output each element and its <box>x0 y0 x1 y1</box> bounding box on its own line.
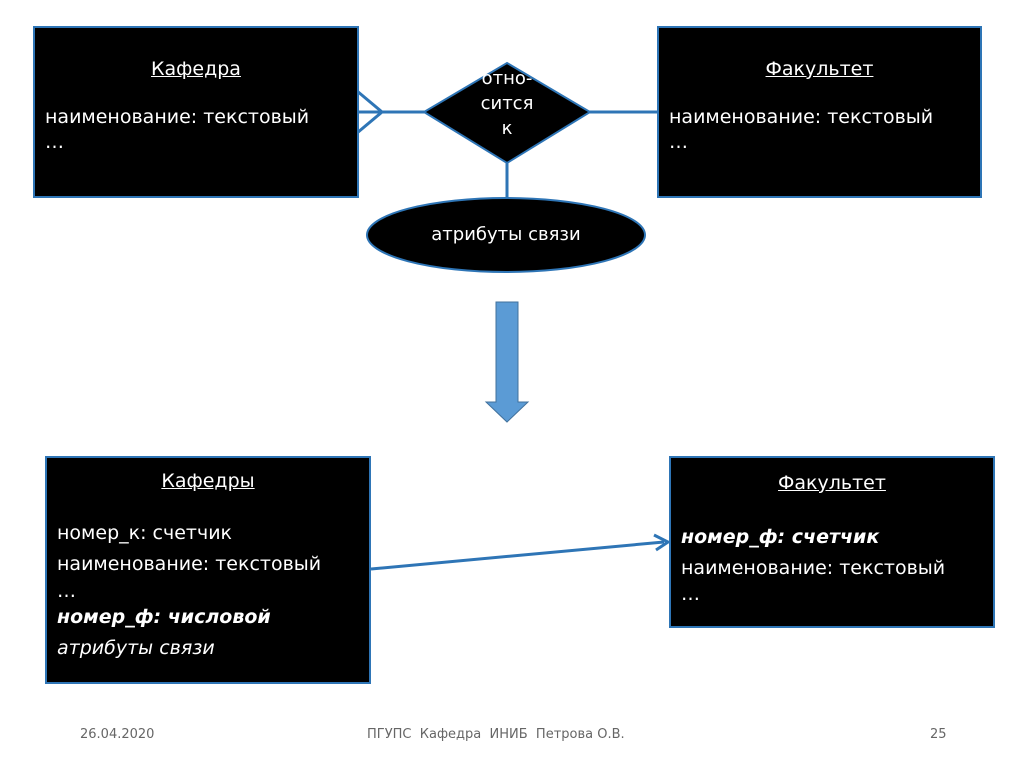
table-fakultet-title: Факультет <box>778 472 886 494</box>
table-kafedry-attr: номер_к: счетчик <box>57 522 233 544</box>
relationship-label-line: сится <box>480 93 534 114</box>
entity-kafedra: Кафедра наименование: текстовый … <box>33 26 359 198</box>
entity-fakultet-title: Факультет <box>765 58 874 80</box>
table-fakultet: Факультет номер_ф: счетчик наименование:… <box>669 456 995 628</box>
table-kafedry: Кафедры номер_к: счетчик наименование: т… <box>45 456 371 684</box>
footer-page-number: 25 <box>930 727 947 742</box>
table-fakultet-primary-key: номер_ф: счетчик <box>681 526 880 548</box>
table-kafedry-foreign-key: номер_ф: числовой <box>57 606 271 628</box>
table-fakultet-attr: … <box>681 583 700 605</box>
fk-reference-line <box>370 540 665 571</box>
table-fakultet-attr: наименование: текстовый <box>681 557 946 579</box>
entity-kafedra-attr: наименование: текстовый <box>45 106 310 128</box>
crows-foot-lower <box>356 110 383 135</box>
table-kafedry-attr: … <box>57 580 76 602</box>
footer-date: 26.04.2020 <box>80 727 155 742</box>
entity-kafedra-title: Кафедра <box>151 58 241 80</box>
relationship-label: отно- сится к <box>467 66 547 141</box>
relationship-label-line: отно- <box>481 68 533 89</box>
fk-arrowhead-icon <box>653 533 671 552</box>
relationship-diamond <box>422 61 592 165</box>
entity-fakultet-attr: наименование: текстовый <box>669 106 934 128</box>
transform-arrow-down-icon <box>484 301 530 423</box>
table-kafedry-title: Кафедры <box>161 470 255 492</box>
relationship-attribute-ellipse <box>366 197 646 273</box>
table-kafedry-attr: наименование: текстовый <box>57 553 322 575</box>
entity-fakultet: Факультет наименование: текстовый … <box>657 26 982 198</box>
relationship-label-line: к <box>501 118 513 139</box>
crows-foot-upper <box>356 89 383 114</box>
relationship-attribute-label: атрибуты связи <box>431 224 581 245</box>
table-kafedry-relation-attrs: атрибуты связи <box>57 637 215 659</box>
entity-kafedra-attr: … <box>45 131 64 153</box>
footer-center-text: ПГУПС Кафедра ИНИБ Петрова О.В. <box>367 727 625 742</box>
entity-fakultet-attr: … <box>669 131 688 153</box>
